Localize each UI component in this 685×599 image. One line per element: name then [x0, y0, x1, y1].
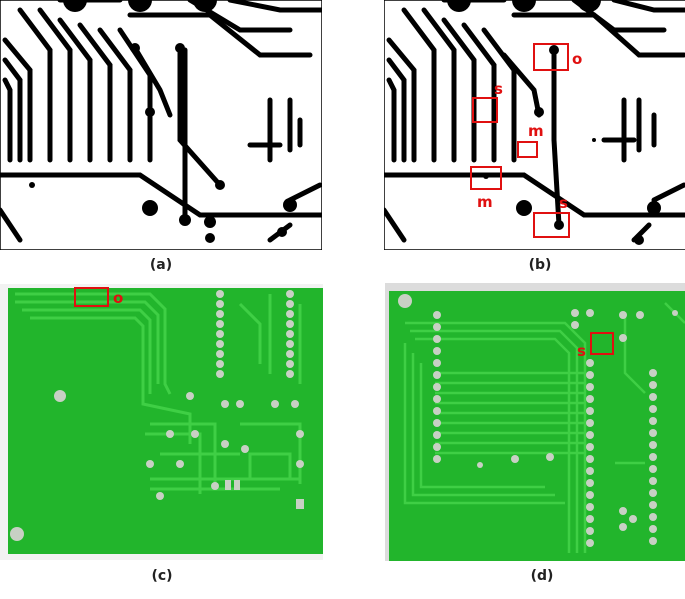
caption-c: (c) — [151, 568, 173, 584]
pcb-binary-test: o s m m s — [384, 0, 685, 250]
defect-box-m-2 — [470, 166, 502, 190]
pcb-binary-template — [0, 0, 322, 250]
defect-label-o-photo: o — [113, 289, 123, 307]
defect-box-o — [533, 43, 569, 71]
defect-box-m-1 — [517, 141, 538, 158]
defect-label-m-2: m — [477, 193, 493, 211]
caption-d: (d) — [530, 568, 554, 584]
defect-label-o: o — [572, 50, 582, 68]
panel-c-pcb-photo: o — [0, 284, 323, 560]
defect-box-s-1 — [472, 97, 498, 123]
pcb-green-photo-d: s — [385, 283, 685, 561]
defect-box-o-photo — [74, 287, 109, 307]
defect-box-s-photo — [590, 332, 614, 355]
panel-d-pcb-photo: s — [385, 283, 685, 561]
pcb-green-photo-c: o — [0, 284, 323, 560]
panel-a-template-image — [0, 0, 322, 250]
defect-label-s-2: s — [559, 194, 568, 212]
defect-label-s-1: s — [494, 80, 503, 98]
defect-label-s-photo: s — [577, 342, 586, 360]
defect-label-m-1: m — [528, 122, 544, 140]
defect-box-s-2 — [533, 212, 570, 238]
panel-b-defect-image: o s m m s — [384, 0, 685, 250]
caption-b: (b) — [528, 257, 552, 273]
caption-a: (a) — [149, 257, 173, 273]
